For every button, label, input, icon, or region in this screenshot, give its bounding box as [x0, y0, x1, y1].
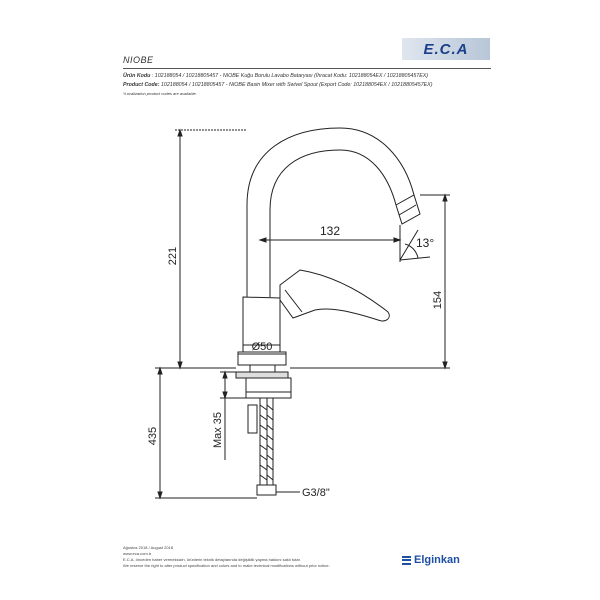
eca-logo: E.C.A — [402, 38, 490, 60]
product-code-en: Product Code: 102188054 / 10218805457 - … — [123, 82, 432, 88]
product-code-tr: Ürün Kodu : 102188054 / 10218805457 - NI… — [123, 73, 428, 79]
dim-221: 221 — [167, 247, 179, 265]
dim-154: 154 — [432, 291, 444, 309]
elginkan-logo-text: Elginkan — [414, 554, 460, 566]
spout-outer — [246, 127, 415, 297]
footer-notice-en: We reserve the right to alter product sp… — [123, 563, 330, 568]
product-code-en-text: 102188054 / 10218805457 - NIOBE Basin Mi… — [159, 82, 433, 88]
localization-note: *Localization product codes are availabl… — [123, 91, 197, 96]
counter-top — [235, 371, 289, 379]
dim-g38: G3/8" — [302, 487, 330, 499]
dim-max35: Max 35 — [212, 412, 224, 448]
dim-132: 132 — [320, 224, 340, 238]
product-code-tr-text: : 102188054 / 10218805457 - NIOBE Kuğu B… — [150, 73, 429, 79]
spout-inner — [269, 149, 397, 297]
footer-url[interactable]: www.eca.com.tr — [123, 551, 152, 556]
base-flange — [237, 351, 287, 366]
footer-date: Ağustos 2018 / August 2018 — [123, 545, 174, 550]
elginkan-mark-icon — [402, 555, 411, 565]
product-title: NIOBE — [123, 55, 154, 65]
dim-13: 13° — [416, 236, 434, 250]
dim-435: 435 — [147, 427, 159, 445]
product-code-tr-label: Ürün Kodu — [123, 73, 151, 79]
dim-50: Ø50 — [252, 341, 273, 353]
mounting-nut — [245, 377, 292, 399]
product-code-en-label: Product Code: — [123, 82, 160, 88]
header-divider — [123, 68, 491, 69]
eca-logo-text: E.C.A — [423, 40, 469, 58]
aerator — [395, 194, 421, 225]
elginkan-logo: Elginkan — [402, 554, 460, 566]
mixer-handle — [279, 269, 390, 322]
footer-notice-tr: E.C.A. önceden haber vermeksizin, ürünle… — [123, 557, 301, 562]
